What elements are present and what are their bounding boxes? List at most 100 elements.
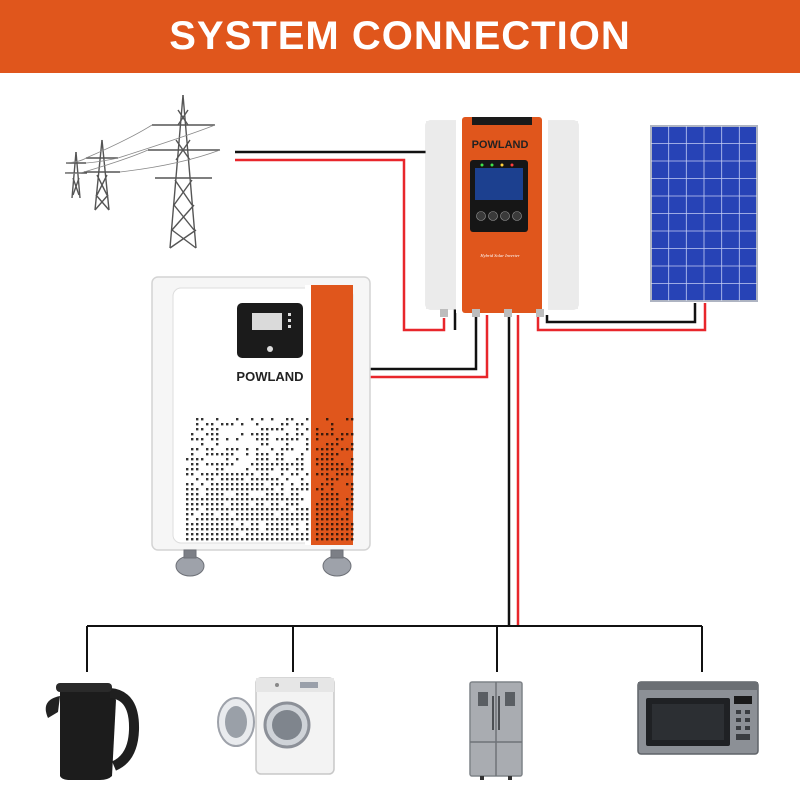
vent-dot [281,428,284,431]
vent-dot [296,468,299,471]
vent-dot [201,513,204,516]
vent-dot [241,508,244,511]
vent-dot [261,538,264,541]
vent-dot [266,538,269,541]
vent-dot [276,438,279,441]
vent-dot [316,448,319,451]
vent-dot [246,538,249,541]
vent-dot [196,503,199,506]
vent-dot [301,468,304,471]
vent-dot [331,428,334,431]
vent-dot [326,528,329,531]
vent-dot [251,528,254,531]
vent-dot [206,473,209,476]
vent-dot [241,498,244,501]
vent-dot [256,533,259,536]
vent-dot [286,468,289,471]
vent-dot [211,528,214,531]
vent-dot [326,433,329,436]
vent-dot [196,488,199,491]
vent-dot [326,508,329,511]
vent-dot [301,483,304,486]
vent-dot [341,473,344,476]
vent-dot [271,448,274,451]
vent-dot [296,423,299,426]
vent-dot [321,488,324,491]
vent-dot [281,483,284,486]
vent-dot [331,468,334,471]
vent-dot [221,473,224,476]
vent-dot [291,473,294,476]
vent-dot [286,538,289,541]
vent-dot [216,538,219,541]
vent-dot [246,533,249,536]
vent-dot [236,473,239,476]
vent-dot [231,498,234,501]
vent-dot [256,503,259,506]
vent-dot [276,478,279,481]
vent-dot [291,493,294,496]
vent-dot [246,468,249,471]
vent-dot [336,513,339,516]
vent-dot [216,498,219,501]
vent-dot [346,448,349,451]
vent-dot [246,513,249,516]
vent-dot [331,433,334,436]
vent-dot [271,418,274,421]
vent-dot [231,473,234,476]
vent-dot [211,478,214,481]
vent-dot [206,533,209,536]
vent-dot [281,488,284,491]
vent-dot [241,423,244,426]
vent-dot [261,533,264,536]
vent-dot [261,473,264,476]
vent-dot [326,443,329,446]
vent-dot [301,508,304,511]
vent-dot [221,503,224,506]
vent-dot [266,428,269,431]
vent-dot [286,478,289,481]
vent-dot [211,448,214,451]
vent-dot [291,463,294,466]
vent-dot [206,538,209,541]
vent-dot [346,523,349,526]
vent-dot [256,518,259,521]
vent-dot [206,478,209,481]
vent-dot [331,508,334,511]
vent-dot [316,533,319,536]
vent-dot [286,443,289,446]
vent-dot [246,493,249,496]
vent-dot [216,433,219,436]
vent-dot [186,513,189,516]
vent-dot [326,533,329,536]
vent-dot [336,508,339,511]
vent-dot [286,508,289,511]
vent-dot [251,533,254,536]
vent-dot [331,453,334,456]
vent-dot [316,523,319,526]
wire-solar-black [545,303,697,324]
vent-dot [211,488,214,491]
vent-dot [341,508,344,511]
vent-dot [341,438,344,441]
vent-dot [196,463,199,466]
vent-dot [191,513,194,516]
vent-dot [241,433,244,436]
vent-dot [321,468,324,471]
vent-dot [316,473,319,476]
vent-dot [236,458,239,461]
wire-battery-red [370,315,489,379]
vent-dot [191,523,194,526]
vent-dot [216,483,219,486]
vent-dot [346,473,349,476]
vent-dot [196,498,199,501]
vent-dot [266,478,269,481]
vent-dot [306,513,309,516]
vent-dot [226,488,229,491]
vent-dot [211,538,214,541]
vent-dot [326,468,329,471]
vent-dot [256,538,259,541]
vent-dot [286,433,289,436]
vent-dot [271,463,274,466]
vent-dot [256,483,259,486]
